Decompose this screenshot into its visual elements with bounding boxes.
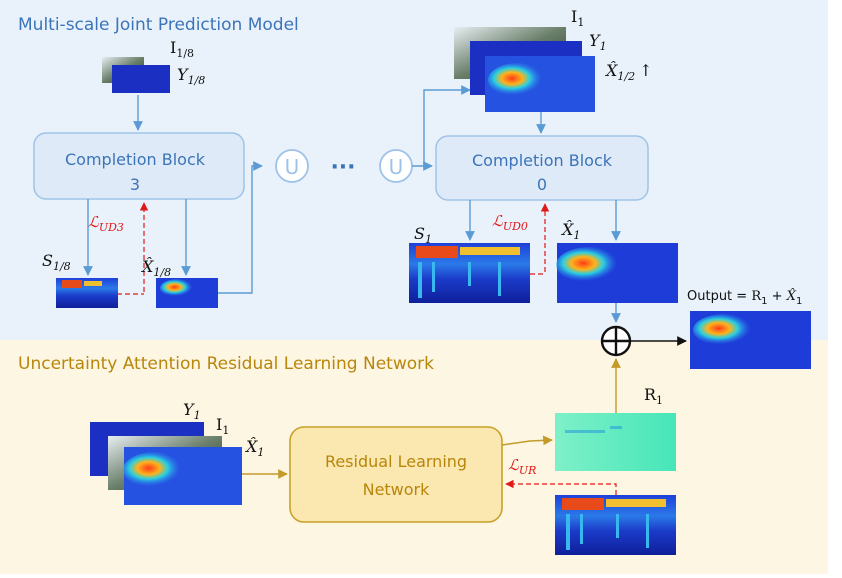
label-s-1: S1: [414, 224, 432, 246]
label-r-1: R1: [644, 385, 663, 407]
residual-input-stack: [90, 422, 242, 505]
s-1-8-map: [56, 278, 118, 308]
completion-block-3: Completion Block 3: [33, 132, 245, 200]
ellipsis: ···: [330, 155, 355, 180]
svg-text:Completion Block: Completion Block: [65, 150, 206, 169]
top-section-title: Multi-scale Joint Prediction Model: [18, 15, 299, 35]
svg-text:U: U: [285, 155, 300, 179]
s-1-map: [409, 243, 530, 303]
label-bottom-x-1: X̂1: [244, 437, 264, 459]
label-x-1-2: X̂1/2↑: [604, 61, 653, 83]
svg-text:Residual Learning: Residual Learning: [325, 452, 467, 471]
x-1-8-map: [156, 278, 218, 308]
label-x-1: X̂1: [560, 220, 580, 242]
label-i-1: I1: [571, 7, 584, 29]
input-1-2-stack: [454, 27, 595, 112]
label-y-1: Y1: [589, 31, 607, 53]
label-i-1-8: I1/8: [170, 38, 194, 60]
loss-ud3: ℒUD3: [88, 213, 124, 234]
svg-text:0: 0: [537, 175, 547, 194]
bottom-section-title: Uncertainty Attention Residual Learning …: [18, 354, 434, 374]
output-label: Output = R1 + X̂1: [687, 288, 802, 307]
svg-text:Network: Network: [363, 480, 431, 499]
svg-text:Completion Block: Completion Block: [472, 151, 613, 170]
label-s-1-8: S1/8: [42, 251, 71, 273]
svg-text:U: U: [389, 155, 404, 179]
loss-ud0: ℒUD0: [492, 212, 528, 233]
input-1-8-stack: [102, 57, 170, 93]
oplus-symbol: [600, 325, 632, 357]
output-map: [690, 311, 811, 369]
svg-text:3: 3: [130, 175, 140, 194]
union-symbol-2: U: [379, 149, 413, 183]
label-y-1-8: Y1/8: [177, 65, 205, 87]
x-1-map: [556, 243, 678, 303]
label-bottom-y-1: Y1: [183, 400, 201, 422]
union-symbol-1: U: [275, 149, 309, 183]
r-1-map: [555, 413, 676, 471]
completion-block-0: Completion Block 0: [435, 135, 649, 201]
residual-learning-block: Residual Learning Network: [289, 426, 503, 523]
loss-ur: ℒUR: [508, 456, 536, 477]
uncertainty-map: [555, 495, 676, 555]
label-x-1-8: X̂1/8: [140, 257, 171, 279]
label-bottom-i-1: I1: [216, 415, 229, 437]
